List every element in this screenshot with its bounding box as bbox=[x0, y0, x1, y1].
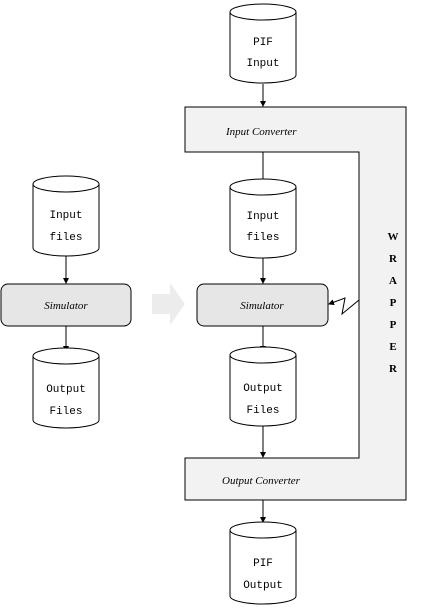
wrapper-letter: R bbox=[389, 363, 398, 375]
wrapper-letter: E bbox=[389, 341, 396, 353]
right-input-files-cylinder: Input files bbox=[229, 178, 297, 259]
left-simulator-box: Simulator bbox=[0, 283, 132, 327]
wrapper-letter: P bbox=[390, 319, 397, 331]
wrapper-letter: A bbox=[389, 275, 397, 287]
left-output-files-cylinder: Output Files bbox=[32, 347, 100, 429]
wrapper-link bbox=[328, 297, 360, 316]
left-simulator-label: Simulator bbox=[44, 300, 88, 312]
pif-input-cylinder: PIF Input bbox=[229, 3, 297, 84]
right-input-files-label-2: files bbox=[246, 232, 279, 244]
right-input-files-label-1: Input bbox=[246, 211, 279, 223]
pif-output-label-1: PIF bbox=[253, 558, 273, 570]
left-output-files-label-2: Files bbox=[49, 406, 82, 418]
pif-input-label-2: Input bbox=[246, 58, 279, 70]
right-output-files-label-1: Output bbox=[243, 383, 283, 395]
right-output-files-cylinder: Output Files bbox=[229, 346, 297, 427]
wrapper-letter: W bbox=[388, 231, 399, 243]
transform-arrow bbox=[152, 283, 185, 325]
wrapper-frame bbox=[184, 106, 407, 501]
wrapper-label: W R A P P E R bbox=[388, 231, 399, 375]
right-simulator-label: Simulator bbox=[240, 300, 284, 312]
pif-input-label-1: PIF bbox=[253, 37, 273, 49]
left-input-files-label-2: files bbox=[49, 232, 82, 244]
output-converter-label: Output Converter bbox=[222, 475, 301, 487]
pif-output-label-2: Output bbox=[243, 580, 283, 592]
input-converter-label: Input Converter bbox=[225, 126, 297, 138]
wrapper-letter: R bbox=[389, 253, 398, 265]
wrapper-letter: P bbox=[390, 297, 397, 309]
left-input-files-cylinder: Input files bbox=[32, 175, 100, 257]
pif-output-cylinder: PIF Output bbox=[229, 521, 297, 605]
right-output-files-label-2: Files bbox=[246, 405, 279, 417]
left-output-files-label-1: Output bbox=[46, 384, 86, 396]
right-simulator-box: Simulator bbox=[196, 283, 329, 327]
left-input-files-label-1: Input bbox=[49, 210, 82, 222]
